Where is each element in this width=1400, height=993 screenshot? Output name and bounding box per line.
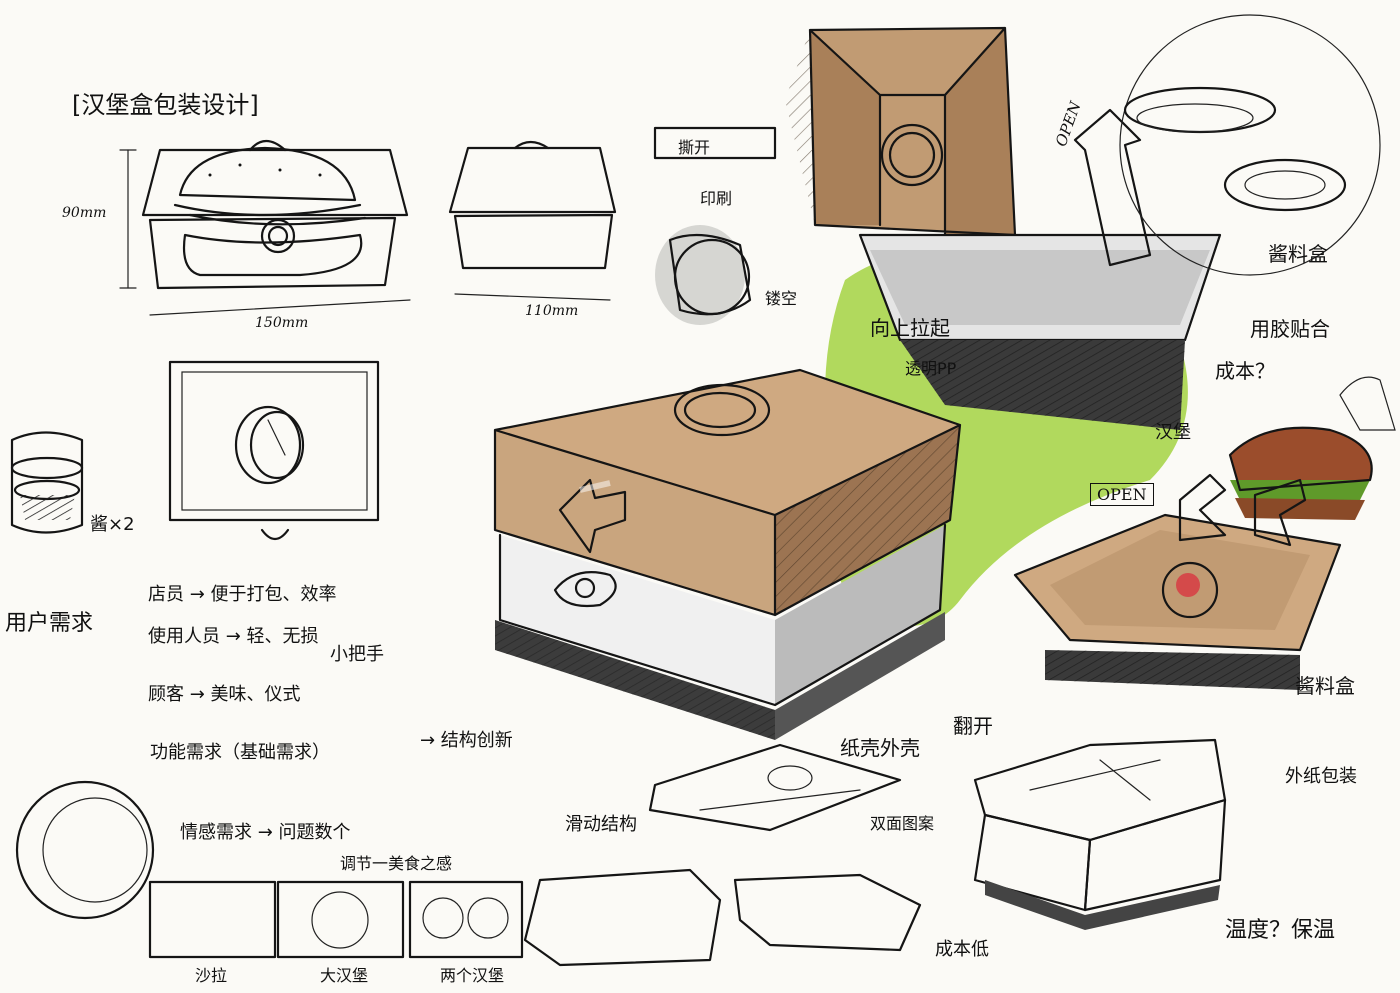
label-pull-up: 向上拉起 (870, 316, 950, 340)
needs-line-1: 店员 → 便于打包、效率 (148, 584, 337, 605)
label-cost: 成本？ (1215, 359, 1275, 383)
bottom-sketches (15, 780, 922, 967)
paper-bag-sketch (648, 743, 902, 832)
page-title: [汉堡盒包装设计] (72, 91, 259, 119)
sauce-cups-sketch (10, 431, 84, 534)
label-burger: 汉堡 (1155, 422, 1191, 443)
label-big-burger: 大汉堡 (320, 966, 369, 985)
needs-structure: → 结构创新 (420, 730, 513, 751)
needs-emotion-sub: 调节一美食之感 (340, 854, 453, 873)
needs-line-2: 使用人员 → 轻、无损 (148, 626, 319, 647)
sauce-lid-detail (1119, 14, 1381, 276)
label-glue: 用胶贴合 (1250, 317, 1330, 341)
label-open-right: OPEN (1090, 483, 1154, 506)
label-paper-shell: 纸壳外壳 (840, 736, 920, 760)
label-flip-open: 翻开 (953, 714, 993, 738)
needs-line-3: 顾客 → 美味、仪式 (148, 684, 301, 705)
label-hollow: 镂空 (765, 289, 798, 308)
wrapped-box (973, 738, 1227, 930)
label-transparent-pp: 透明PP (905, 359, 957, 378)
needs-emotion: 情感需求 → 问题数个 (180, 822, 351, 843)
label-temp: 温度？保温 (1225, 918, 1336, 943)
open-box-top (785, 26, 1222, 430)
label-double-pattern: 双面图案 (870, 814, 935, 833)
label-sandwich: 沙拉 (195, 966, 228, 985)
burger-tray-open (1013, 376, 1396, 690)
sauce-lid-sketch (653, 126, 777, 325)
label-cost-paper: 成本低 (935, 939, 989, 960)
needs-function: 功能需求（基础需求） (150, 742, 330, 763)
label-outer-wrap: 外纸包装 (1285, 766, 1357, 787)
label-slide: 滑动结构 (565, 814, 637, 835)
label-sauce-lid: 酱料盒 (1268, 242, 1328, 266)
main-closed-box (493, 368, 962, 740)
dim-height: 90mm (62, 205, 107, 221)
front-view-box (141, 139, 409, 290)
label-printing: 印刷 (700, 189, 733, 208)
top-view-box (168, 360, 380, 541)
label-sauce-box: 酱料盒 (1295, 674, 1355, 698)
needs-heading: 用户需求 (5, 611, 94, 636)
dim-length: 150mm (255, 315, 309, 331)
dim-width: 110mm (525, 303, 579, 319)
label-tear: 撕开 (678, 138, 711, 157)
label-two-burgers: 两个汉堡 (440, 966, 505, 985)
side-view-box (448, 140, 617, 270)
label-small-handle: 小把手 (330, 644, 384, 665)
label-ketchup: 酱×2 (90, 514, 135, 535)
